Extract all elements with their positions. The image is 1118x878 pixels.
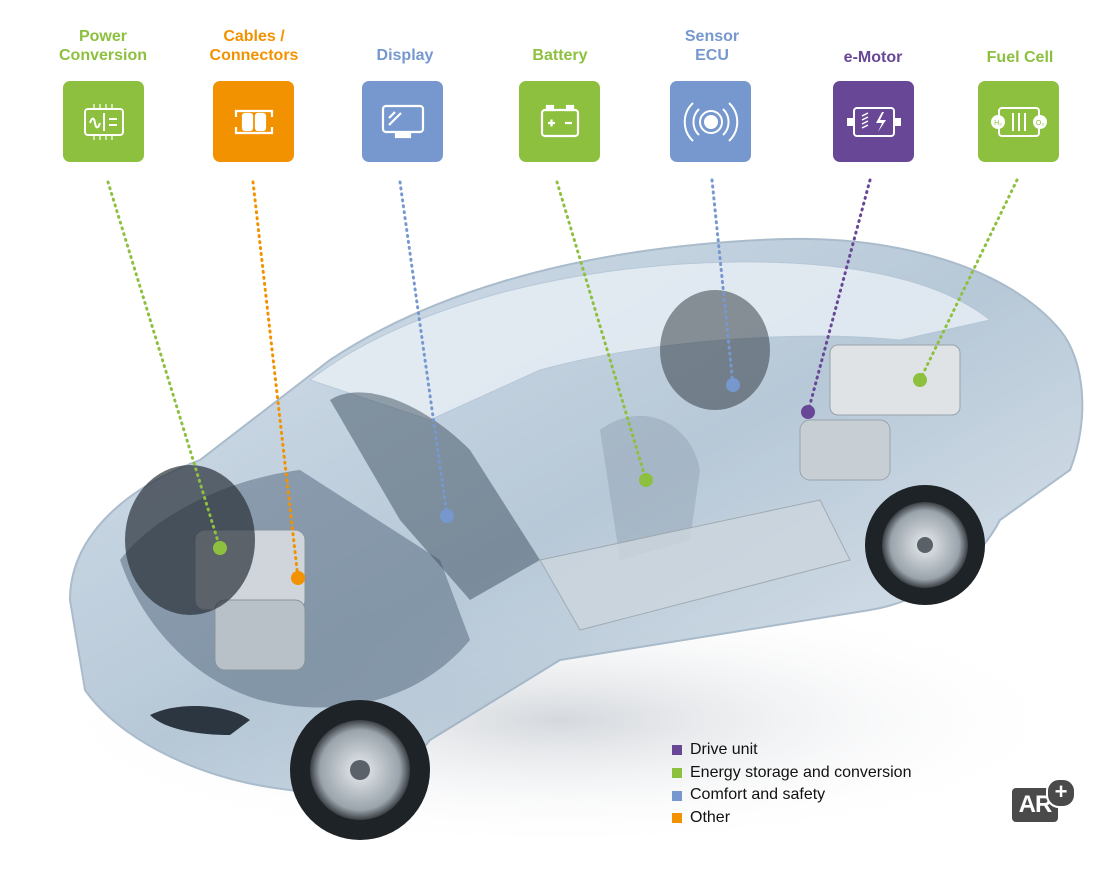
tile-battery <box>519 81 600 162</box>
marker-fuel-cell <box>913 373 927 387</box>
leader-line-sensor <box>710 178 735 387</box>
e-motor-icon <box>846 106 901 137</box>
legend-item-comfort: Comfort and safety <box>672 784 911 807</box>
legend: Drive unit Energy storage and conversion… <box>672 739 911 830</box>
power-conversion-icon <box>83 103 124 140</box>
display-icon <box>381 104 424 138</box>
legend-swatch <box>672 768 682 779</box>
marker-cables <box>291 571 305 585</box>
legend-label: Drive unit <box>690 741 758 758</box>
tile-e-motor <box>833 81 914 162</box>
legend-swatch <box>672 790 682 801</box>
battery-icon <box>540 104 579 137</box>
marker-e-motor <box>801 405 815 419</box>
label-cables-connectors: Cables /Connectors <box>209 28 299 64</box>
leader-line-e-motor <box>806 178 872 414</box>
marker-battery <box>639 473 653 487</box>
tile-power-conversion <box>63 81 144 162</box>
fuel-cell-icon: H₂ O₂ <box>990 106 1047 137</box>
marker-display <box>440 509 454 523</box>
sensor-icon <box>683 101 738 142</box>
marker-power-conversion <box>213 541 227 555</box>
label-display: Display <box>376 47 434 64</box>
tile-cables-connectors <box>213 81 294 162</box>
label-battery: Battery <box>532 47 588 64</box>
legend-label: Comfort and safety <box>690 786 826 804</box>
tile-fuel-cell: H₂ O₂ <box>978 81 1059 162</box>
leader-line-battery <box>555 180 648 482</box>
marker-sensor <box>726 378 740 392</box>
ar-plus-icon: + <box>1046 778 1076 808</box>
legend-swatch <box>672 745 682 756</box>
leader-line-power-conversion <box>106 180 222 550</box>
oxygen-label: O₂ <box>1035 120 1043 127</box>
label-fuel-cell: Fuel Cell <box>986 49 1054 66</box>
legend-item-other: Other <box>672 807 911 830</box>
legend-item-energy: Energy storage and conversion <box>672 762 911 785</box>
tile-display <box>362 81 443 162</box>
cable-connector-icon <box>234 109 273 134</box>
leader-line-cables <box>251 180 300 580</box>
tile-sensor-ecu <box>670 81 751 162</box>
hydrogen-label: H₂ <box>994 120 1002 127</box>
legend-label: Energy storage and conversion <box>690 763 912 781</box>
label-e-motor: e-Motor <box>843 49 903 66</box>
leader-line-display <box>398 180 449 518</box>
legend-label: Other <box>690 809 731 827</box>
legend-swatch <box>672 813 682 824</box>
leader-line-fuel-cell <box>918 178 1019 382</box>
legend-item-drive-unit: Drive unit <box>672 739 911 762</box>
